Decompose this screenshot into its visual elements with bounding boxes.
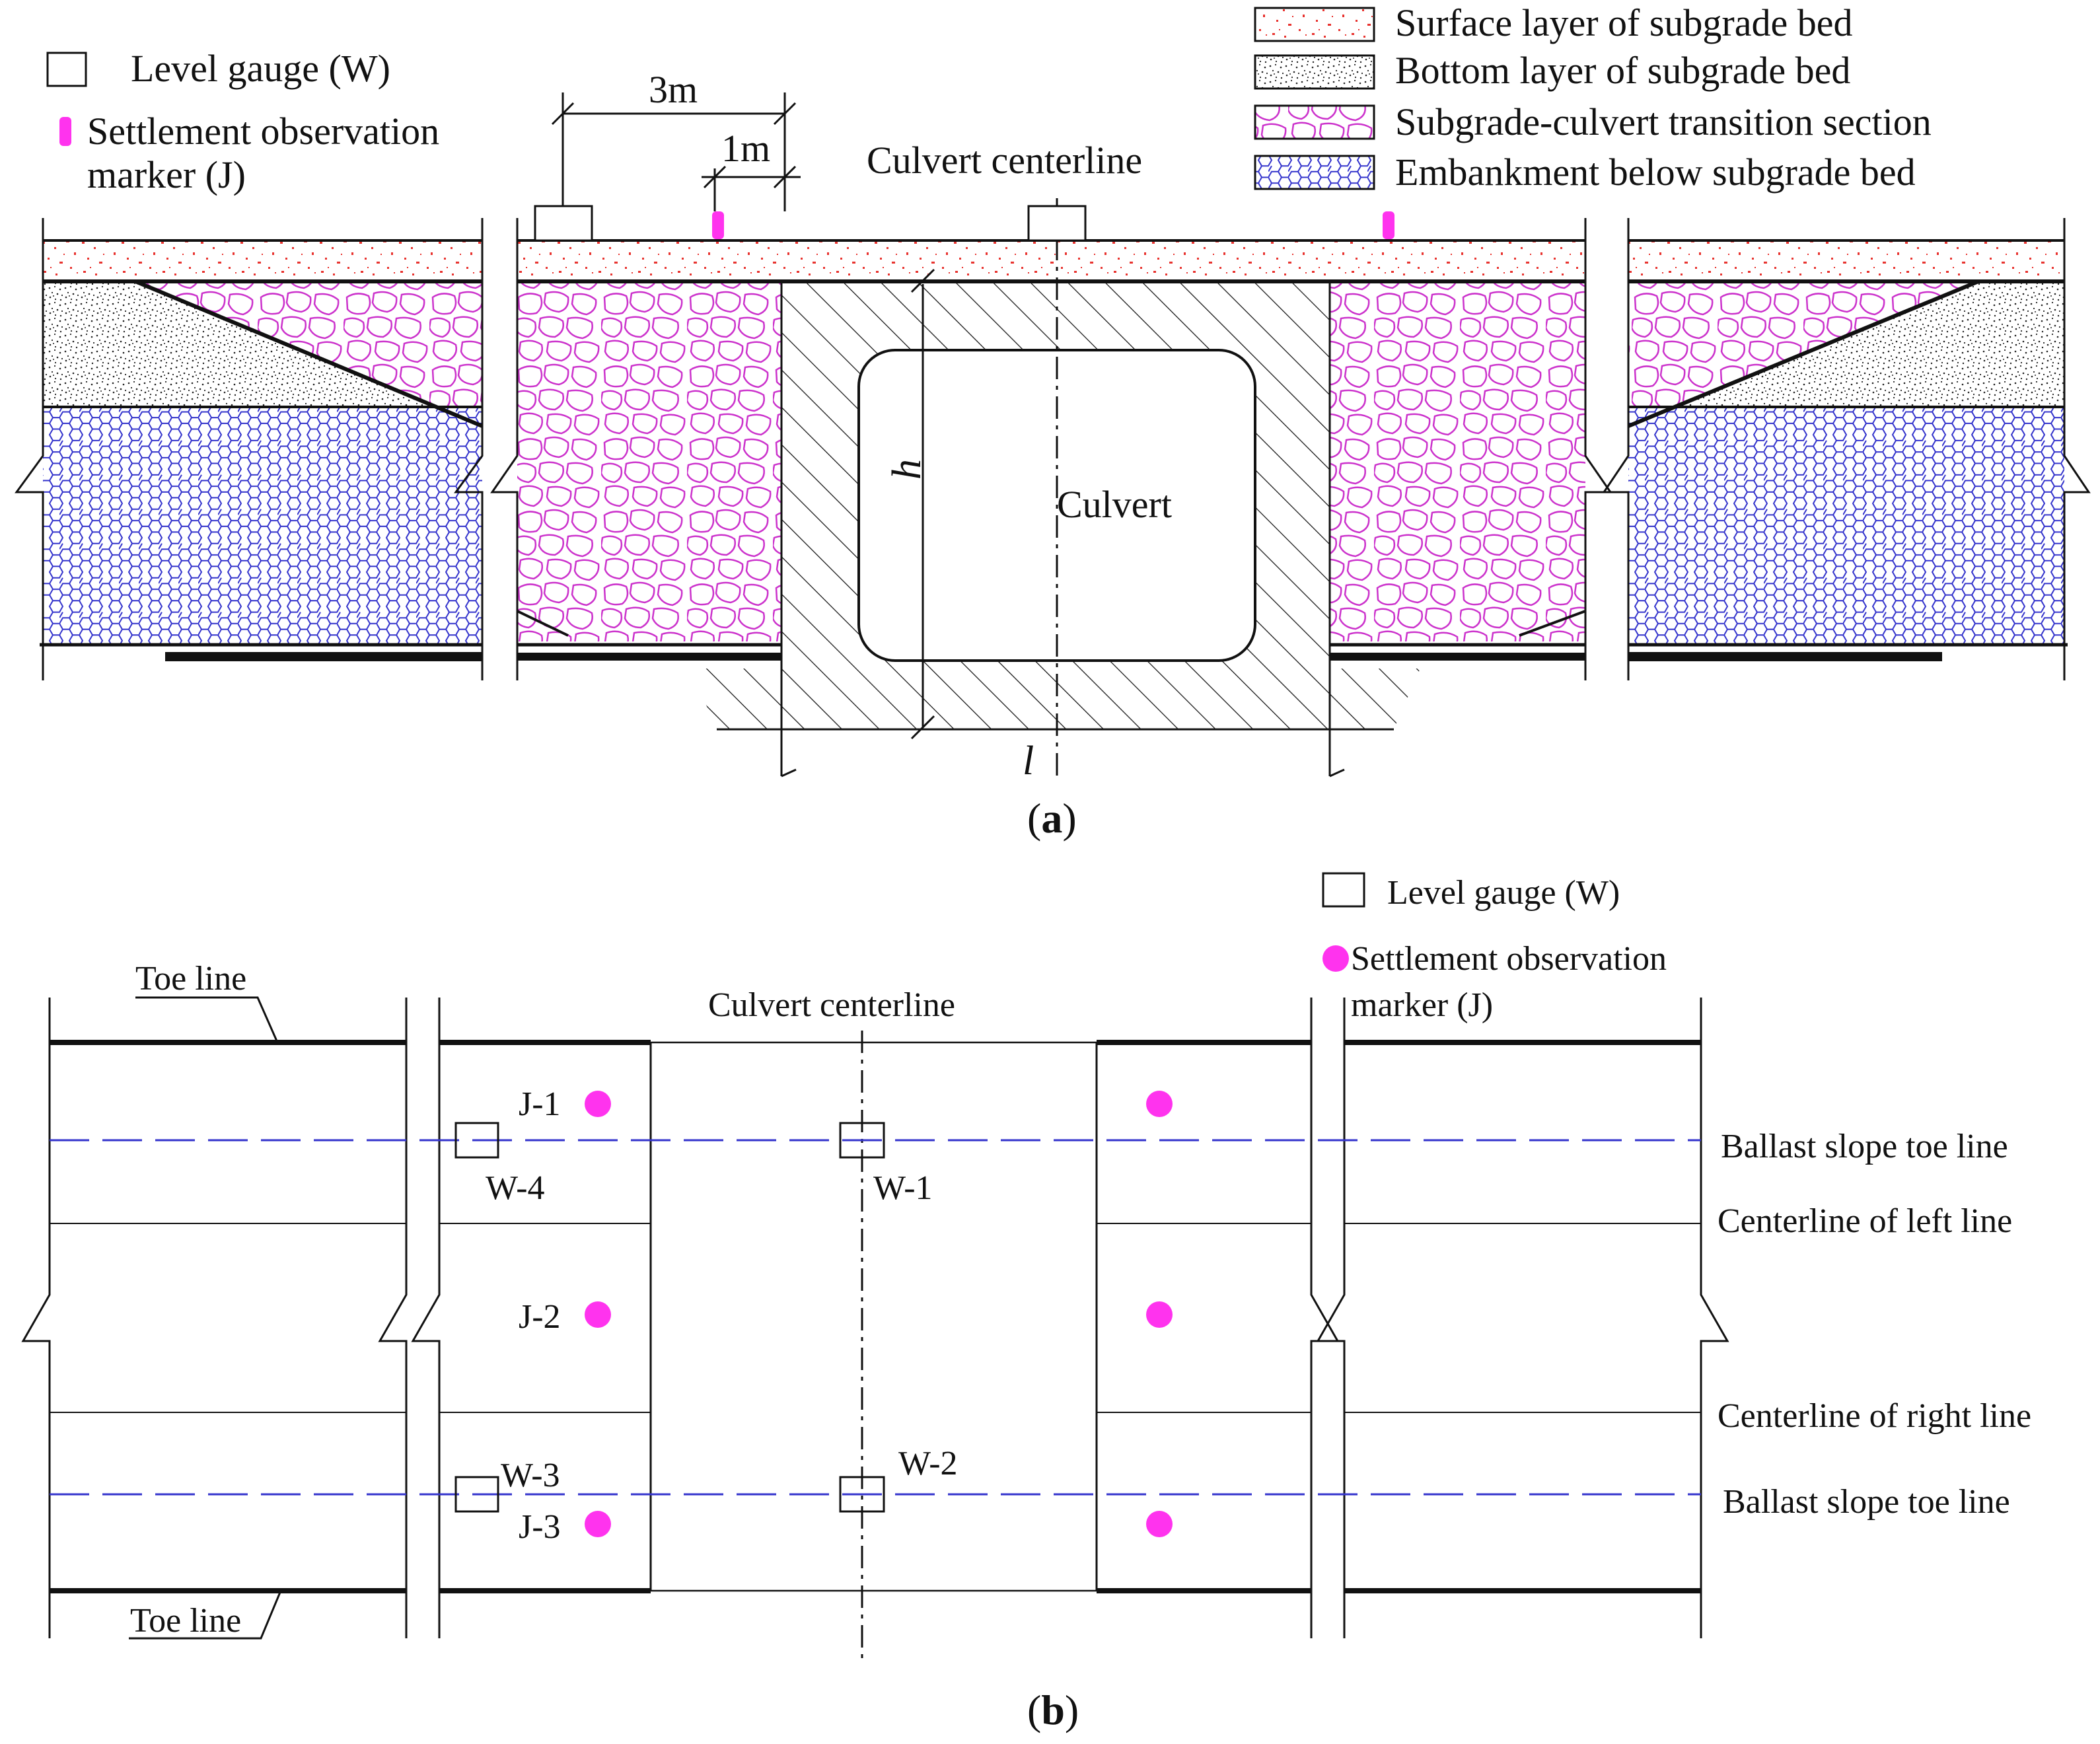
legend-left: Level gauge (W) Settlement observation m… [46,47,439,196]
legend-swatch-embankment [1254,155,1375,190]
dimension-h: h [885,459,929,480]
label-left-line: Centerline of left line [1718,1202,2012,1240]
settlement-marker-icon [59,117,71,146]
legend-swatch-bottom [1254,54,1375,90]
legend-level-gauge: Level gauge (W) [131,47,390,90]
settlement-marker-right-3 [1146,1511,1173,1537]
settlement-marker-j3 [585,1511,611,1537]
legend-swatch-surface [1254,7,1375,42]
legend-transition-label: Subgrade-culvert transition section [1395,100,1932,143]
dimension-l: l [1023,739,1034,783]
dimension-annotations [551,92,801,211]
level-gauge-a-left [534,205,593,242]
legend-swatch-transition [1254,104,1375,140]
label-w4: W-4 [486,1169,545,1207]
settlement-marker-j2 [585,1301,611,1328]
left-section [15,218,484,680]
legend-right: Surface layer of subgrade bed Bottom lay… [1254,1,1932,194]
level-gauge-a-center [1027,205,1087,242]
legend-surface-label: Surface layer of subgrade bed [1395,1,1852,44]
caption-a: (a) [1027,795,1077,842]
legend-settlement-marker-line1: Settlement observation [87,110,439,153]
panel-b: Level gauge (W) Settlement observation m… [21,872,2031,1733]
culvert-centerline-label-a: Culvert centerline [867,139,1142,182]
toe-line-top-label: Toe line [135,960,246,998]
panel-a: Level gauge (W) Settlement observation m… [15,1,2091,842]
culvert-centerline-label-b: Culvert centerline [708,986,955,1024]
label-w1: W-1 [873,1169,933,1207]
level-gauge-w1 [839,1122,885,1159]
level-gauge-icon [46,52,87,87]
legend-settlement-marker-line2: marker (J) [87,153,246,196]
label-ballast-bottom: Ballast slope toe line [1723,1483,2010,1521]
dimension-3m: 3m [649,68,698,111]
label-w3: W-3 [501,1457,560,1494]
label-w2: W-2 [898,1445,958,1482]
legend-embankment-label: Embankment below subgrade bed [1395,151,1916,194]
level-gauge-w4 [454,1122,499,1159]
label-j3: J-3 [519,1508,561,1546]
level-gauge-icon-b [1322,872,1365,908]
dimension-1m: 1m [721,127,770,170]
settlement-marker-j1 [585,1091,611,1117]
level-gauge-w2 [839,1476,885,1513]
center-section [490,198,1612,778]
settlement-marker-a-right [1383,211,1394,239]
toe-line-bottom-label: Toe line [130,1602,241,1640]
settlement-marker-right-2 [1146,1301,1173,1328]
settlement-marker-a-left [712,211,724,239]
culvert-label: Culvert [1057,483,1172,526]
label-right-line: Centerline of right line [1718,1397,2031,1435]
legend-b-settlement-line1: Settlement observation [1351,940,1667,978]
caption-b: (b) [1027,1687,1079,1733]
legend-b-settlement-line2: marker (J) [1351,986,1493,1024]
level-gauge-w3 [454,1476,499,1513]
label-j2: J-2 [519,1298,561,1336]
legend-b-level-gauge: Level gauge (W) [1387,874,1620,912]
settlement-marker-icon-b [1322,945,1349,972]
culvert-body [690,281,1420,729]
right-section [1602,218,2091,680]
legend-bottom-label: Bottom layer of subgrade bed [1395,49,1850,92]
label-j1: J-1 [519,1085,561,1123]
legend-b: Level gauge (W) Settlement observation m… [1322,872,1667,1024]
settlement-marker-right-1 [1146,1091,1173,1117]
label-ballast-top: Ballast slope toe line [1721,1128,2008,1165]
